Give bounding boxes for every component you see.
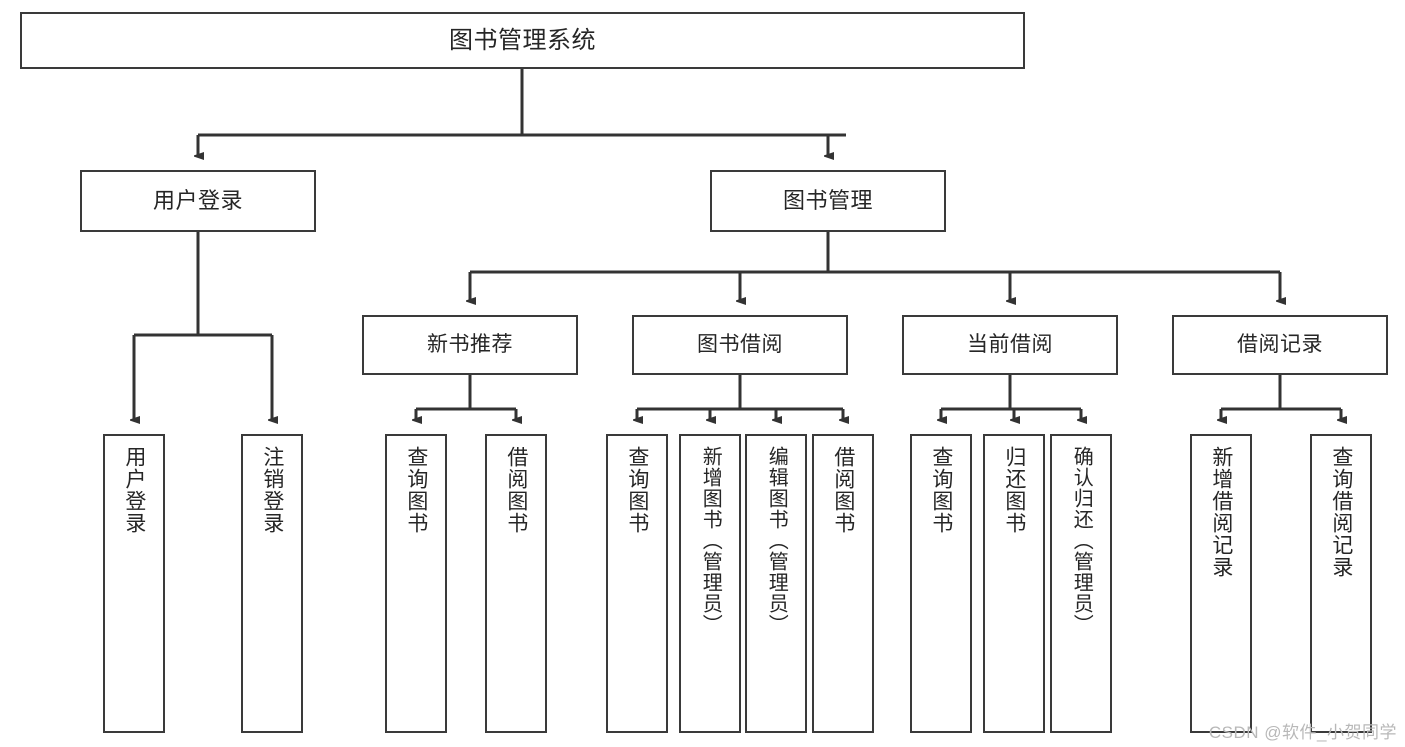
node-label: 新增借阅记录 xyxy=(1209,446,1233,578)
leaf-borrow-books-new[interactable]: 借阅图书 xyxy=(485,434,547,733)
node-label: 新书推荐 xyxy=(427,332,513,356)
leaf-query-books-borrow[interactable]: 查询图书 xyxy=(606,434,668,733)
node-label: 图书管理 xyxy=(782,188,873,214)
node-book-management-system[interactable]: 图书管理系统 xyxy=(20,12,1025,69)
node-current-borrowing[interactable]: 当前借阅 xyxy=(902,315,1118,375)
leaf-add-book-admin[interactable]: 新增图书（管理员） xyxy=(679,434,741,733)
node-label: 用户登录 xyxy=(122,446,146,534)
leaf-user-login[interactable]: 用户登录 xyxy=(103,434,165,733)
leaf-query-borrow-record[interactable]: 查询借阅记录 xyxy=(1310,434,1372,733)
node-label: 确认归还（管理员） xyxy=(1070,446,1093,635)
node-label: 图书管理系统 xyxy=(449,26,596,54)
leaf-confirm-return-admin[interactable]: 确认归还（管理员） xyxy=(1050,434,1112,733)
node-label: 查询借阅记录 xyxy=(1329,446,1353,578)
node-label: 查询图书 xyxy=(929,446,953,534)
node-label: 借阅记录 xyxy=(1237,332,1323,356)
leaf-logout[interactable]: 注销登录 xyxy=(241,434,303,733)
node-label: 用户登录 xyxy=(152,188,243,214)
node-label: 借阅图书 xyxy=(831,446,855,534)
node-label: 编辑图书（管理员） xyxy=(765,446,788,635)
node-label: 图书借阅 xyxy=(697,332,783,356)
node-label: 当前借阅 xyxy=(967,332,1053,356)
node-label: 归还图书 xyxy=(1002,446,1026,534)
node-label: 查询图书 xyxy=(625,446,649,534)
leaf-return-books[interactable]: 归还图书 xyxy=(983,434,1045,733)
watermark-text: CSDN @软件_小贺同学 xyxy=(1208,723,1397,742)
leaf-edit-book-admin[interactable]: 编辑图书（管理员） xyxy=(745,434,807,733)
node-user-login[interactable]: 用户登录 xyxy=(80,170,316,232)
node-borrowing-record[interactable]: 借阅记录 xyxy=(1172,315,1388,375)
node-label: 查询图书 xyxy=(404,446,428,534)
leaf-query-books-current[interactable]: 查询图书 xyxy=(910,434,972,733)
node-book-management[interactable]: 图书管理 xyxy=(710,170,946,232)
leaf-query-books-new[interactable]: 查询图书 xyxy=(385,434,447,733)
node-new-book-recommendation[interactable]: 新书推荐 xyxy=(362,315,578,375)
node-label: 注销登录 xyxy=(260,446,284,534)
node-label: 借阅图书 xyxy=(504,446,528,534)
node-label: 新增图书（管理员） xyxy=(699,446,722,635)
leaf-add-borrow-record[interactable]: 新增借阅记录 xyxy=(1190,434,1252,733)
leaf-borrow-books[interactable]: 借阅图书 xyxy=(812,434,874,733)
node-book-borrowing[interactable]: 图书借阅 xyxy=(632,315,848,375)
